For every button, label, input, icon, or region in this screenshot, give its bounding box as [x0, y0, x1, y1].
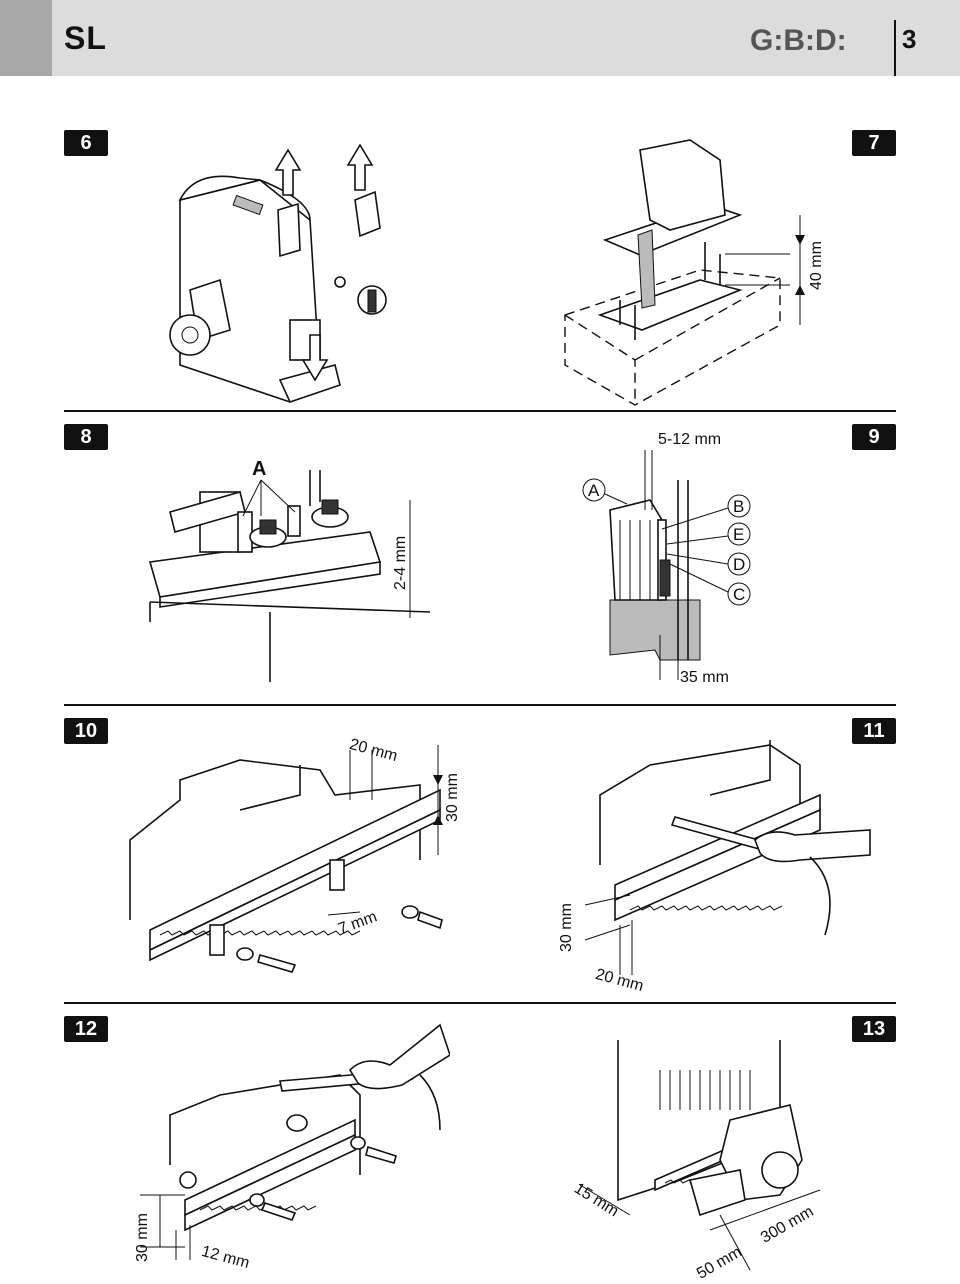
section-divider-2: [64, 704, 896, 706]
figure-6-badge: 6: [64, 130, 108, 156]
figure-10-badge: 10: [64, 718, 108, 744]
figure-6-illustration: [169, 143, 387, 403]
figure-12-badge: 12: [64, 1016, 108, 1042]
figure-10-dimension-30mm: 30 mm: [444, 773, 461, 822]
figure-9-callout-b: B: [733, 497, 745, 516]
figure-9-callout-a: A: [588, 481, 600, 500]
figure-13-badge: 13: [852, 1016, 896, 1042]
figure-13-illustration: [579, 1040, 821, 1271]
figure-8-dimension-line: [409, 500, 411, 618]
figure-12-dimension-30mm: 30 mm: [134, 1213, 151, 1262]
figure-11-dimension-30mm: 30 mm: [558, 903, 575, 952]
figure-9-dimension-5-12mm: 5-12 mm: [658, 431, 722, 448]
figure-9-illustration: [609, 450, 701, 680]
figure-8-callout-a: A: [252, 458, 267, 480]
figure-7-badge: 7: [852, 130, 896, 156]
figure-11-badge: 11: [852, 718, 896, 744]
figure-10-dimension-line-30mm: [433, 745, 443, 855]
section-divider-1: [64, 410, 896, 412]
figure-9-dimension-35mm: 35 mm: [680, 669, 729, 686]
figure-9-callout-e: E: [733, 525, 745, 544]
model-title: SL: [64, 20, 107, 56]
figure-8-badge: 8: [64, 424, 108, 450]
page-number: 3: [902, 24, 917, 54]
page-number-separator: [894, 20, 896, 76]
figure-12-illustration: [140, 1023, 450, 1260]
figure-10-illustration: [129, 750, 443, 973]
brand-logo-text: G:B:D:: [750, 24, 847, 57]
figure-8-illustration: [148, 470, 431, 682]
header-tab: [0, 0, 52, 76]
figure-9-badge: 9: [852, 424, 896, 450]
brand-logo: G:B:D:: [750, 24, 847, 57]
figure-8-dimension-2-4mm: 2-4 mm: [392, 535, 409, 590]
page-header: SL G:B:D: 3: [0, 0, 960, 76]
figure-9-callout-c: C: [733, 585, 746, 604]
figure-9-callout-circles: [582, 478, 751, 606]
figure-7-dimension-40mm: 40 mm: [808, 241, 825, 290]
figure-7-dimension-line: [795, 215, 805, 325]
figure-7-illustration: [564, 139, 790, 406]
section-divider-3: [64, 1002, 896, 1004]
figure-11-illustration: [584, 740, 871, 975]
figure-8-callout-a-leaders: [242, 479, 296, 517]
figure-9-callout-d: D: [733, 555, 746, 574]
